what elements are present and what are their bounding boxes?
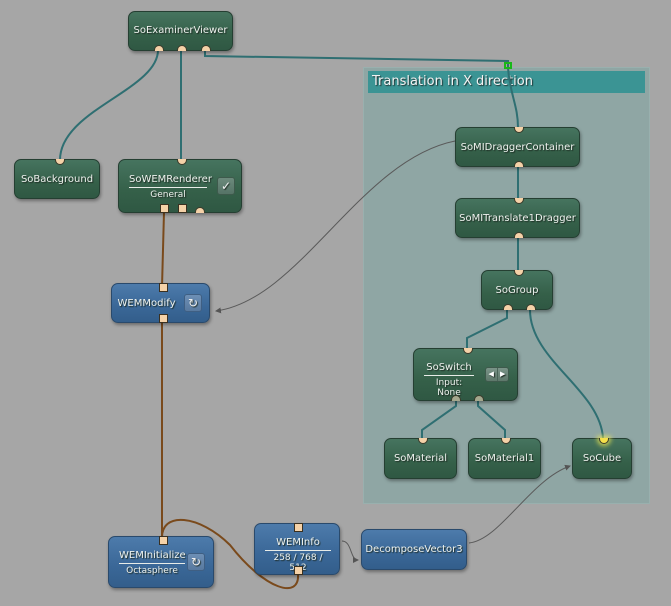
node-title: SoMaterial1 — [474, 453, 535, 464]
switch-stepper[interactable]: ◀ ▶ — [485, 367, 509, 382]
node-decompose-vector3[interactable]: DecomposeVector3 — [361, 529, 467, 570]
input-port[interactable] — [159, 283, 168, 292]
wire-renderer-to-modify[interactable] — [161, 211, 165, 288]
group-frame-title[interactable]: Translation in X direction — [368, 71, 645, 93]
input-port[interactable] — [514, 198, 524, 204]
node-title: SoExaminerViewer — [133, 25, 228, 36]
input-port[interactable] — [501, 438, 511, 444]
node-title: WEMInitialize — [119, 550, 186, 564]
refresh-icon[interactable]: ↻ — [184, 294, 202, 312]
input-port-highlighted[interactable] — [599, 438, 609, 444]
node-so-wem-renderer[interactable]: SoWEMRenderer General ✓ — [118, 159, 242, 213]
output-port[interactable] — [159, 314, 168, 323]
connection-handle-marker[interactable] — [504, 62, 512, 69]
output-port[interactable] — [294, 566, 303, 575]
input-port[interactable] — [177, 159, 187, 165]
node-info: General — [150, 190, 186, 200]
node-so-mi-dragger-container[interactable]: SoMIDraggerContainer — [455, 127, 580, 167]
node-info: Octasphere — [126, 566, 178, 576]
node-title: SoGroup — [495, 285, 539, 296]
input-port[interactable] — [294, 523, 303, 532]
output-port[interactable] — [201, 45, 211, 51]
node-so-mi-translate1-dragger[interactable]: SoMITranslate1Dragger — [455, 198, 580, 238]
output-port[interactable] — [154, 45, 164, 51]
node-title: SoMaterial — [393, 453, 448, 464]
prev-icon[interactable]: ◀ — [488, 370, 494, 378]
next-icon[interactable]: ▶ — [496, 368, 509, 381]
refresh-icon[interactable]: ↻ — [187, 553, 205, 571]
wire-viewer-to-background[interactable] — [59, 49, 159, 161]
node-so-material1[interactable]: SoMaterial1 — [468, 438, 541, 479]
input-port[interactable] — [159, 536, 168, 545]
output-port[interactable] — [160, 204, 169, 213]
checkbox-icon[interactable]: ✓ — [217, 177, 235, 195]
node-title: SoSwitch — [424, 362, 474, 376]
output-port[interactable] — [474, 395, 484, 401]
node-title: WEMModify — [117, 298, 176, 309]
output-port[interactable] — [526, 304, 536, 310]
node-title: SoMITranslate1Dragger — [459, 213, 576, 224]
node-title: SoBackground — [20, 174, 94, 185]
output-port[interactable] — [195, 207, 205, 213]
node-wem-info[interactable]: WEMInfo 258 / 768 / 512 — [254, 523, 340, 575]
node-info: Input: None — [435, 378, 463, 398]
node-so-background[interactable]: SoBackground — [14, 159, 100, 199]
node-title: DecomposeVector3 — [365, 544, 463, 555]
node-title: SoCube — [582, 453, 622, 464]
node-title: SoMIDraggerContainer — [460, 142, 575, 153]
node-so-material[interactable]: SoMaterial — [384, 438, 457, 479]
input-port[interactable] — [463, 348, 473, 354]
node-so-switch[interactable]: SoSwitch Input: None ◀ ▶ — [413, 348, 518, 401]
output-port[interactable] — [178, 204, 187, 213]
input-port[interactable] — [55, 159, 65, 165]
node-label-group: WEMInitialize Octasphere — [119, 550, 186, 576]
node-wem-modify[interactable]: WEMModify ↻ — [111, 283, 210, 323]
output-port[interactable] — [451, 395, 461, 401]
output-port[interactable] — [503, 304, 513, 310]
wire-info-to-decompose-param[interactable] — [341, 540, 359, 563]
node-label-group: SoSwitch Input: None — [424, 362, 474, 398]
node-wem-initialize[interactable]: WEMInitialize Octasphere ↻ — [108, 536, 214, 588]
output-port[interactable] — [514, 161, 524, 167]
output-port[interactable] — [514, 232, 524, 238]
input-port[interactable] — [514, 127, 524, 133]
input-port[interactable] — [418, 438, 428, 444]
input-port[interactable] — [514, 270, 524, 276]
output-port[interactable] — [177, 45, 187, 51]
node-so-group[interactable]: SoGroup — [481, 270, 553, 310]
node-label-group: SoWEMRenderer General — [129, 174, 212, 200]
node-title: SoWEMRenderer — [129, 174, 212, 188]
node-so-examiner-viewer[interactable]: SoExaminerViewer — [128, 11, 233, 51]
node-so-cube[interactable]: SoCube — [572, 438, 632, 479]
node-title: WEMInfo — [265, 537, 331, 551]
